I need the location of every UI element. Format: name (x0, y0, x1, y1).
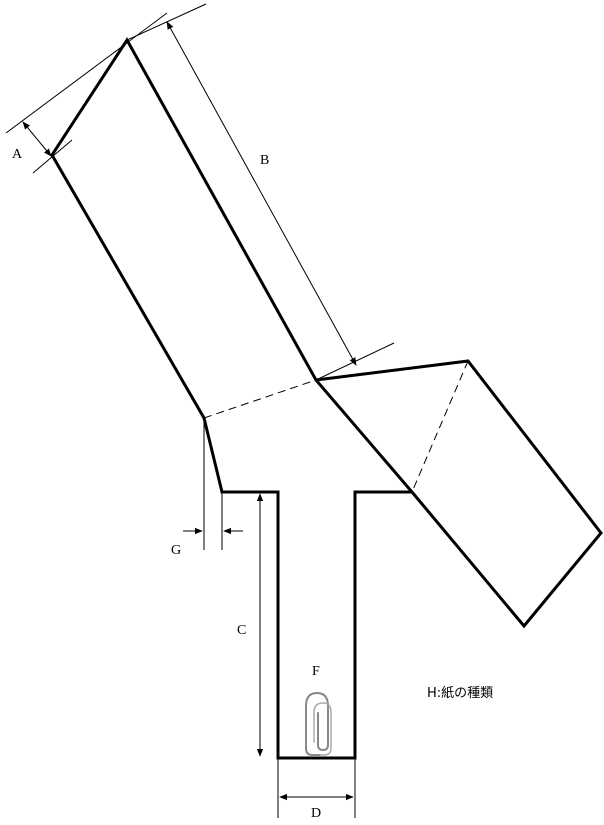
dashed-fold-right (411, 360, 469, 493)
dim-b-ext-top (126, 3, 207, 41)
helicopter-outline (50, 37, 603, 760)
label-c: C (237, 623, 246, 638)
fold-line-left (314, 379, 414, 493)
dashed-fold-left (203, 379, 317, 419)
label-b: B (260, 153, 269, 168)
paperclip-icon (305, 691, 332, 756)
label-a: A (12, 147, 23, 162)
label-f: F (312, 664, 320, 679)
dim-a-arrow (22, 121, 52, 157)
dim-a-ext-top (5, 12, 168, 134)
label-g: G (171, 543, 181, 558)
paper-type-note: H:紙の種類 (427, 685, 493, 701)
label-d: D (311, 806, 321, 821)
dim-b-arrow (166, 21, 357, 366)
dim-a-ext-bottom (32, 139, 73, 174)
